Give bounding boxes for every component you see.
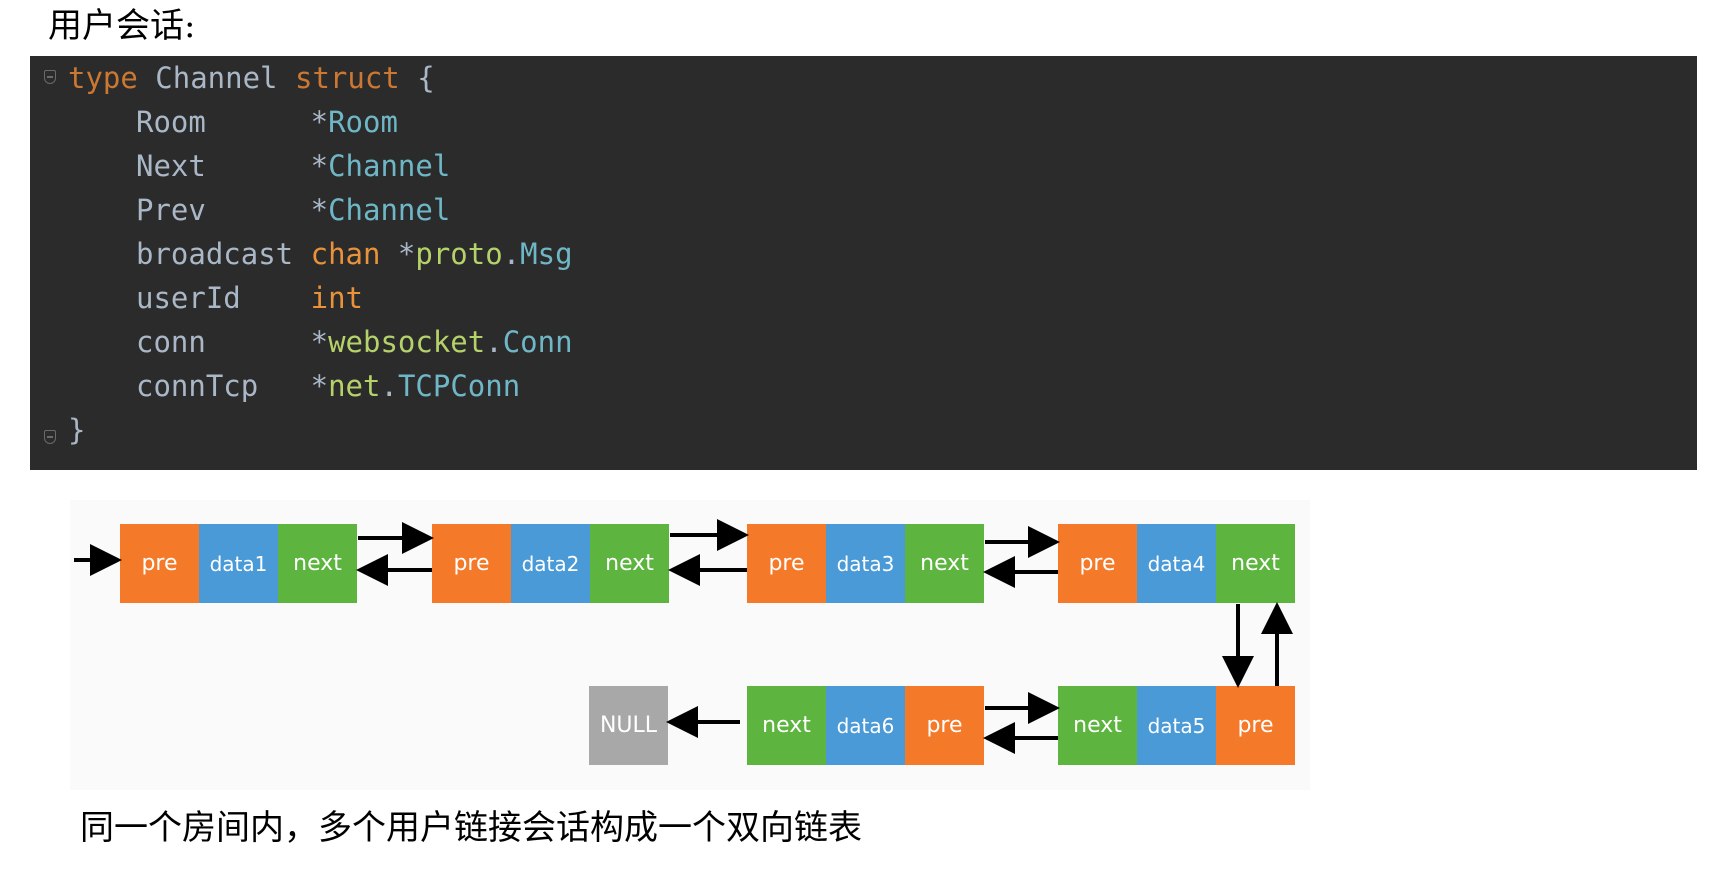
code-line-field: broadcast chan *proto.Msg — [136, 237, 573, 271]
code-line-closing: } — [68, 408, 85, 452]
node1-next: next — [278, 524, 357, 603]
open-brace: { — [399, 61, 435, 95]
close-brace: } — [68, 413, 86, 447]
node5-next: next — [1058, 686, 1137, 765]
node4-next: next — [1216, 524, 1295, 603]
code-line-field: conn *websocket.Conn — [136, 325, 573, 359]
page-heading: 用户会话: — [48, 6, 196, 46]
fold-close-icon[interactable] — [44, 430, 56, 444]
node1-data: data1 — [199, 524, 278, 603]
code-line-field: Room *Room — [136, 105, 398, 139]
node2-data: data2 — [511, 524, 590, 603]
node3-data: data3 — [826, 524, 905, 603]
node6-pre: pre — [905, 686, 984, 765]
node3-pre: pre — [747, 524, 826, 603]
node4-data: data4 — [1137, 524, 1216, 603]
code-line-struct-decl: type Channel struct { — [68, 56, 435, 100]
node4-pre: pre — [1058, 524, 1137, 603]
linked-list-diagram: pre data1 next pre data2 next pre data3 … — [70, 500, 1310, 790]
code-line-field: Prev *Channel — [136, 193, 451, 227]
code-line-field: connTcp *net.TCPConn — [136, 369, 521, 403]
code-gutter — [30, 56, 60, 470]
node1-pre: pre — [120, 524, 199, 603]
code-line-field: Next *Channel — [136, 149, 451, 183]
keyword-type: type — [68, 61, 138, 95]
fold-open-icon[interactable] — [44, 70, 56, 84]
arrows-layer — [74, 519, 1293, 754]
node5-pre: pre — [1216, 686, 1295, 765]
node3-next: next — [905, 524, 984, 603]
caption-text: 同一个房间内，多个用户链接会话构成一个双向链表 — [80, 808, 862, 848]
node2-pre: pre — [432, 524, 511, 603]
node6-next: next — [747, 686, 826, 765]
code-block: type Channel struct { Room *Room Next *C… — [30, 56, 1697, 470]
null-node: NULL — [589, 686, 668, 765]
node6-data: data6 — [826, 686, 905, 765]
node2-next: next — [590, 524, 669, 603]
keyword-struct: struct — [294, 61, 400, 95]
struct-name: Channel — [137, 61, 295, 95]
code-line-field: userId int — [136, 281, 363, 315]
node5-data: data5 — [1137, 686, 1216, 765]
